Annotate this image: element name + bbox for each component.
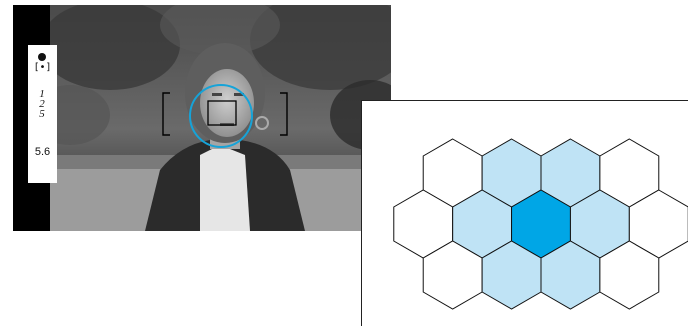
viewfinder-panel: [•] 1 2 5 5.6 [13,5,391,231]
metering-mode-indicator: [•] [33,62,52,74]
aperture-readout: 5.6 [30,146,55,158]
shutter-speed-readout: 1 2 5 [37,89,47,119]
metering-dot-icon [38,53,46,61]
metering-diagram-panel [361,100,688,326]
viewfinder-photo-svg [50,5,391,231]
viewfinder-photo [50,5,391,231]
viewfinder-info-strip: [•] 1 2 5 5.6 [28,45,57,183]
hex-metering-grid [361,100,688,326]
